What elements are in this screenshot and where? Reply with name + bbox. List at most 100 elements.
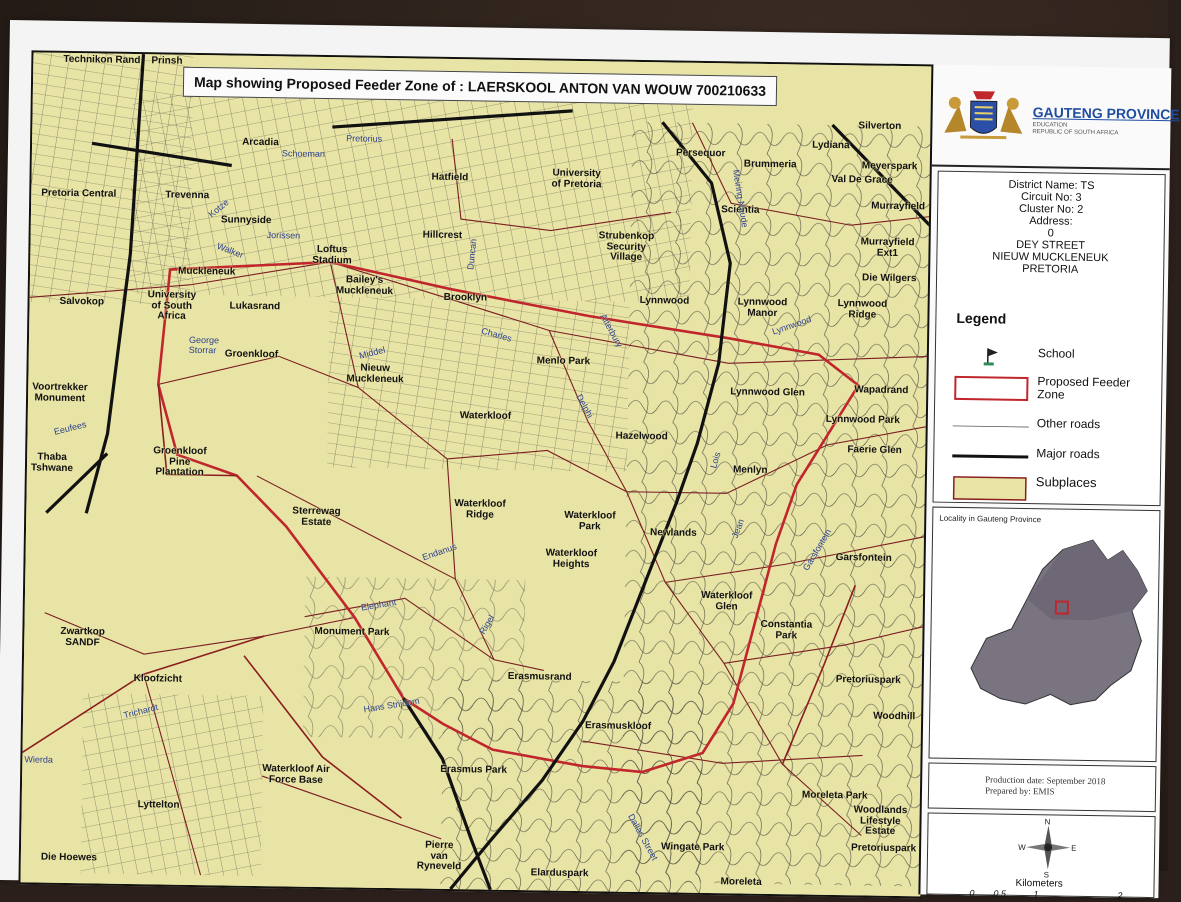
suburb-grid-north: [129, 93, 693, 303]
place-label: Lydiana: [812, 139, 850, 152]
scale-tick: 1: [1033, 889, 1039, 900]
place-label: Waterkloof Park: [564, 509, 616, 532]
place-label: Persequor: [675, 147, 726, 160]
legend-label: Other roads: [1036, 416, 1101, 432]
address-city: PRETORIA: [1022, 262, 1079, 276]
place-label: Lukasrand: [229, 300, 281, 313]
place-label: Lyttelton: [137, 799, 180, 811]
place-label: University of Pretoria: [551, 167, 602, 190]
flag-icon: [983, 348, 998, 366]
legend-label: Subplaces: [1035, 474, 1097, 491]
place-label: Voortrekker Monument: [32, 381, 88, 404]
compass-n: N: [1044, 817, 1050, 826]
road-label: Jorissen: [266, 230, 301, 241]
compass-s: S: [1044, 870, 1049, 879]
place-label: Zwartkop SANDF: [60, 625, 105, 648]
place-label: Moreleta Park: [801, 789, 868, 802]
place-label: Groenkloof Pine Plantation: [153, 445, 207, 479]
place-label: Hatfield: [431, 171, 469, 184]
place-label: Lynnwood Glen: [730, 386, 805, 399]
legend-item-school: School: [946, 340, 1156, 373]
yellow-filled-box-icon: [952, 476, 1027, 501]
road-label: Pretorius: [346, 133, 383, 144]
place-label: Trevenna: [165, 189, 210, 202]
place-label: Silverton: [858, 120, 902, 133]
place-label: Waterkloof Glen: [700, 589, 753, 613]
place-label: Constantia Park: [760, 618, 813, 641]
road-label: George Storrar: [188, 334, 220, 356]
place-label: Wingate Park: [661, 841, 725, 854]
place-label: Strubenkop Security Village: [598, 230, 655, 263]
locality-inset: Locality in Gauteng Province: [928, 506, 1161, 763]
scale-tick: 0.5: [993, 888, 1006, 899]
secondary-roads: [22, 384, 856, 819]
major-roads: [45, 53, 933, 891]
place-label: University of South Africa: [147, 289, 197, 322]
legend-item-feeder-zone: Proposed Feeder Zone: [945, 368, 1156, 407]
school-info-panel: District Name: TS Circuit No: 3 Cluster …: [932, 170, 1166, 507]
compass-rose-icon: N S E W: [1018, 817, 1076, 879]
place-label: Waterkloof Ridge: [454, 498, 506, 521]
place-label: Elarduspark: [530, 867, 589, 880]
production-date: Production date: September 2018: [985, 774, 1106, 787]
place-label: Salvokop: [59, 295, 105, 308]
place-label: Die Hoewes: [40, 851, 98, 864]
map-sidebar: GAUTENG PROVINCE EDUCATION REPUBLIC OF S…: [918, 64, 1180, 901]
place-label: Arcadia: [242, 136, 279, 149]
suburb-grid-west: [29, 52, 194, 305]
place-label: Groenkloof: [224, 348, 279, 361]
place-label: Pierre van Ryneveld: [416, 839, 462, 873]
place-label: Pretoriuspark: [835, 674, 901, 687]
place-label: Pretoriuspark: [851, 842, 917, 855]
place-label: Murrayfield Ext1: [860, 236, 915, 259]
legend-item-subplaces: Subplaces: [944, 468, 1154, 501]
suburb-grid-lyttelton: [80, 693, 264, 877]
scale-unit: Kilometers: [1015, 877, 1063, 890]
legend-label: Proposed Feeder Zone: [1037, 374, 1131, 402]
place-label: Hillcrest: [422, 229, 463, 242]
scale-panel: N S E W Kilometers 0 0.5 1 2: [926, 812, 1156, 901]
place-label: Woodlands Lifestyle Estate: [853, 804, 908, 838]
street-map: [20, 52, 934, 897]
thick-line-icon: [952, 454, 1029, 459]
place-label: Lynnwood Park: [825, 413, 900, 427]
place-label: Menlyn: [732, 464, 768, 476]
place-label: Muckleneuk: [177, 265, 236, 278]
place-label: Erasmuskloof: [584, 720, 652, 733]
place-label: Brummeria: [743, 158, 797, 171]
coat-of-arms-icon: [944, 91, 1023, 140]
place-label: Waterkloof Heights: [545, 547, 598, 570]
place-label: Nieuw Muckleneuk: [346, 362, 404, 385]
suburb-grid-south-mid: [302, 576, 526, 741]
place-label: Garsfontein: [835, 552, 892, 564]
place-label: Waterkloof Air Force Base: [262, 763, 330, 786]
legend-label: Major roads: [1036, 446, 1100, 462]
scale-tick: 2: [1117, 890, 1123, 901]
place-label: Sterrewag Estate: [292, 505, 341, 528]
logo-panel: GAUTENG PROVINCE EDUCATION REPUBLIC OF S…: [931, 64, 1180, 171]
place-label: Sunnyside: [220, 214, 272, 227]
province-country: REPUBLIC OF SOUTH AFRICA: [1032, 129, 1119, 137]
province-subtitle: EDUCATION: [1032, 122, 1068, 129]
compass-e: E: [1071, 844, 1076, 853]
prepared-by: Prepared by: EMIS: [984, 785, 1055, 797]
place-label: Faerie Glen: [847, 444, 902, 457]
legend-item-major-roads: Major roads: [944, 440, 1154, 473]
school-details: District Name: TS Circuit No: 3 Cluster …: [937, 178, 1164, 278]
place-label: Prinsh: [151, 55, 183, 67]
place-label: Meyerspark: [861, 160, 918, 173]
place-label: Hazelwood: [615, 430, 668, 443]
gauteng-locality-map: [970, 539, 1148, 706]
place-label: Bailey's Muckleneuk: [335, 274, 394, 297]
province-name: GAUTENG PROVINCE: [1032, 104, 1180, 123]
printed-map-sheet: Map showing Proposed Feeder Zone of : LA…: [0, 20, 1180, 901]
place-label: Newlands: [649, 527, 697, 539]
place-label: Lynnwood: [639, 294, 690, 307]
production-info: Production date: September 2018 Prepared…: [927, 762, 1157, 813]
place-label: Murrayfield: [871, 200, 926, 213]
road-label: Wierda: [24, 754, 53, 765]
place-label: Waterkloof: [459, 410, 512, 422]
red-outline-box-icon: [954, 375, 1029, 402]
place-label: Woodhill: [873, 710, 916, 723]
map-panel: Map showing Proposed Feeder Zone of : LA…: [18, 50, 936, 899]
